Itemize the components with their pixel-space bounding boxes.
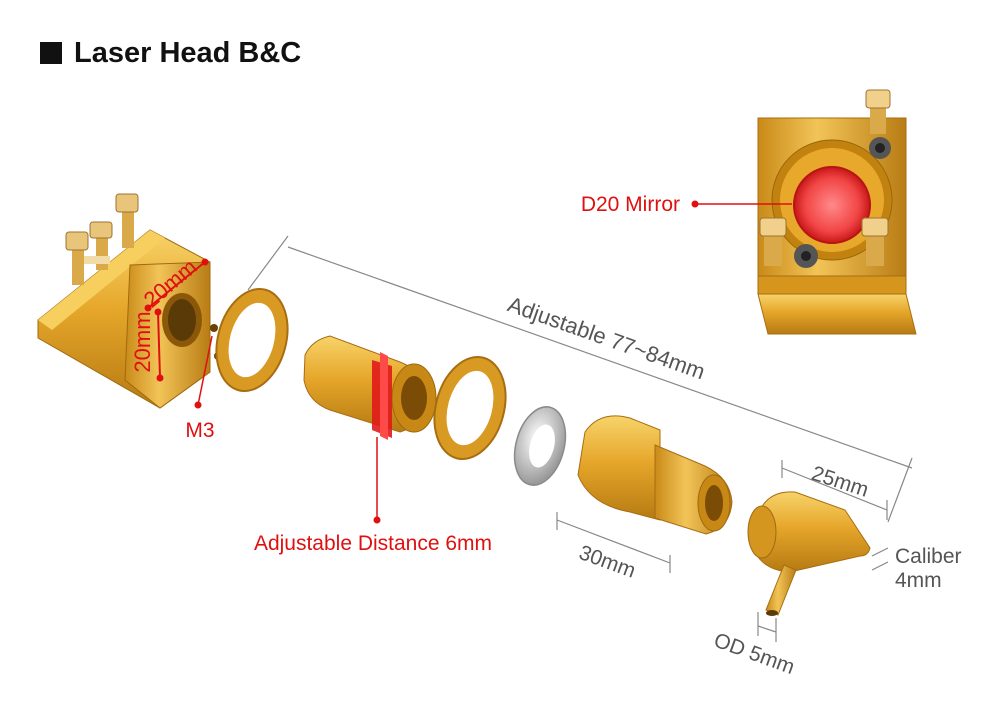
nozzle: [747, 491, 871, 616]
dim-30mm-line: [556, 519, 671, 564]
dim-overall-label: Adjustable 77~84mm: [505, 292, 709, 385]
m3-label: M3: [185, 419, 214, 442]
dim-caliber-tick-bottom: [871, 561, 889, 571]
title-text: Laser Head B&C: [74, 36, 302, 69]
adjustable-distance-dot: [373, 516, 381, 524]
dim-overall-line: [287, 246, 913, 469]
lock-ring-1: [215, 288, 289, 392]
m3-callout: M3: [185, 335, 215, 442]
adjustable-distance-callout: Adjustable Distance 6mm: [254, 437, 492, 555]
caliber-label-line1: Caliber: [895, 545, 962, 568]
m3-dot: [194, 401, 202, 409]
dim-overall-extension-left: [247, 235, 289, 291]
mirror-mount-cube: [37, 193, 222, 409]
title-square-icon: [40, 42, 62, 64]
m3-leader-line: [197, 335, 213, 406]
cube-width-line: [147, 261, 206, 309]
nozzle-holder: [577, 415, 733, 535]
cube-width-dot-right: [201, 258, 209, 266]
dim-overall-extension-right: [887, 457, 913, 523]
dim-25mm-label: 25mm: [809, 462, 872, 502]
dimension-30mm: 30mm: [556, 512, 671, 583]
cube-width-dot-left: [144, 304, 152, 312]
cube-height-line: [157, 311, 161, 379]
cube-height-dot-bottom: [156, 374, 164, 382]
adjustable-distance-label: Adjustable Distance 6mm: [254, 532, 492, 555]
mirror-dot: [691, 200, 699, 208]
adjustable-tube: [303, 335, 437, 440]
dim-caliber-tick-top: [871, 547, 889, 557]
dimension-od: OD 5mm: [711, 612, 798, 679]
cube-height-label: 20mm: [130, 311, 155, 372]
dimension-caliber: Caliber 4mm: [871, 545, 962, 592]
od-label: OD 5mm: [711, 629, 798, 679]
mirror-holder: [757, 89, 917, 335]
mirror-callout: D20 Mirror: [581, 193, 792, 216]
mirror-lens: [793, 166, 871, 244]
mirror-label: D20 Mirror: [581, 193, 680, 216]
silver-washer: [513, 406, 567, 486]
page-title: Laser Head B&C: [40, 36, 301, 70]
dim-25mm-line: [781, 467, 888, 511]
lock-ring-2: [433, 356, 507, 460]
cube-height-dot-top: [154, 308, 162, 316]
caliber-label-line2: 4mm: [895, 569, 942, 592]
dim-od-line: [757, 625, 777, 633]
